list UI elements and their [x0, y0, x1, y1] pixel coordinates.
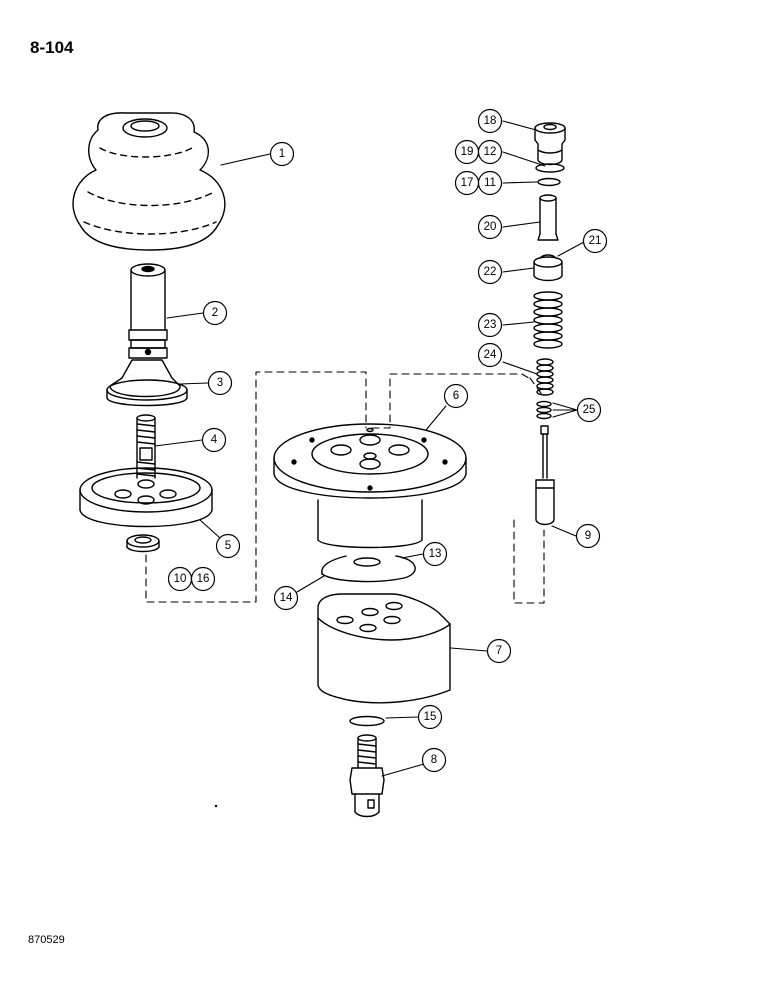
assembly-guide-lines — [145, 371, 545, 604]
part-18-plug — [534, 122, 566, 166]
callout-10: 10 — [174, 573, 187, 585]
callout-12: 12 — [484, 146, 497, 158]
part-19-12-ring — [535, 163, 565, 173]
callout-4: 4 — [211, 434, 218, 446]
part-8-fitting — [349, 734, 385, 818]
callout-11: 11 — [484, 177, 496, 189]
callout-17: 17 — [461, 177, 474, 189]
page-number: 8-104 — [30, 38, 74, 57]
part-5-plate — [79, 467, 213, 528]
stray-mark — [214, 804, 218, 808]
part-13-seal — [353, 557, 381, 567]
callout-24: 24 — [484, 349, 497, 361]
leader-lines — [154, 120, 585, 777]
part-17-11-ring — [537, 177, 561, 187]
callout-13: 13 — [429, 548, 442, 560]
part-14-gasket — [321, 555, 416, 583]
callout-6: 6 — [453, 390, 459, 402]
callout-18: 18 — [484, 115, 497, 127]
part-22-retainer — [533, 254, 563, 282]
callout-3: 3 — [217, 377, 223, 389]
callout-15: 15 — [424, 711, 437, 723]
callout-9: 9 — [585, 530, 591, 542]
callout-1: 1 — [279, 148, 285, 160]
callout-2: 2 — [212, 307, 218, 319]
callout-21: 21 — [589, 235, 602, 247]
part-15-o-ring — [349, 715, 385, 727]
part-1-boot — [72, 112, 226, 251]
part-25-shims — [536, 400, 552, 420]
callout-14: 14 — [280, 592, 293, 604]
callout-8: 8 — [431, 754, 437, 766]
callout-23: 23 — [484, 319, 497, 331]
part-10-16-washer — [126, 534, 160, 553]
callout-22: 22 — [484, 266, 497, 278]
callout-5: 5 — [225, 540, 231, 552]
part-3-cone — [106, 359, 188, 407]
callout-25: 25 — [583, 404, 596, 416]
part-2-shaft — [128, 263, 168, 359]
callout-16: 16 — [197, 573, 210, 585]
part-9-spool — [535, 425, 555, 526]
part-7-valve-body — [317, 593, 451, 704]
callout-7: 7 — [496, 645, 502, 657]
part-23-spring — [533, 291, 563, 349]
figure-code: 870529 — [28, 934, 65, 946]
part-24-spring — [536, 358, 554, 396]
callout-19: 19 — [461, 146, 474, 158]
part-6-flange-housing — [273, 423, 467, 549]
callout-20: 20 — [484, 221, 497, 233]
part-20-pin — [537, 194, 559, 241]
